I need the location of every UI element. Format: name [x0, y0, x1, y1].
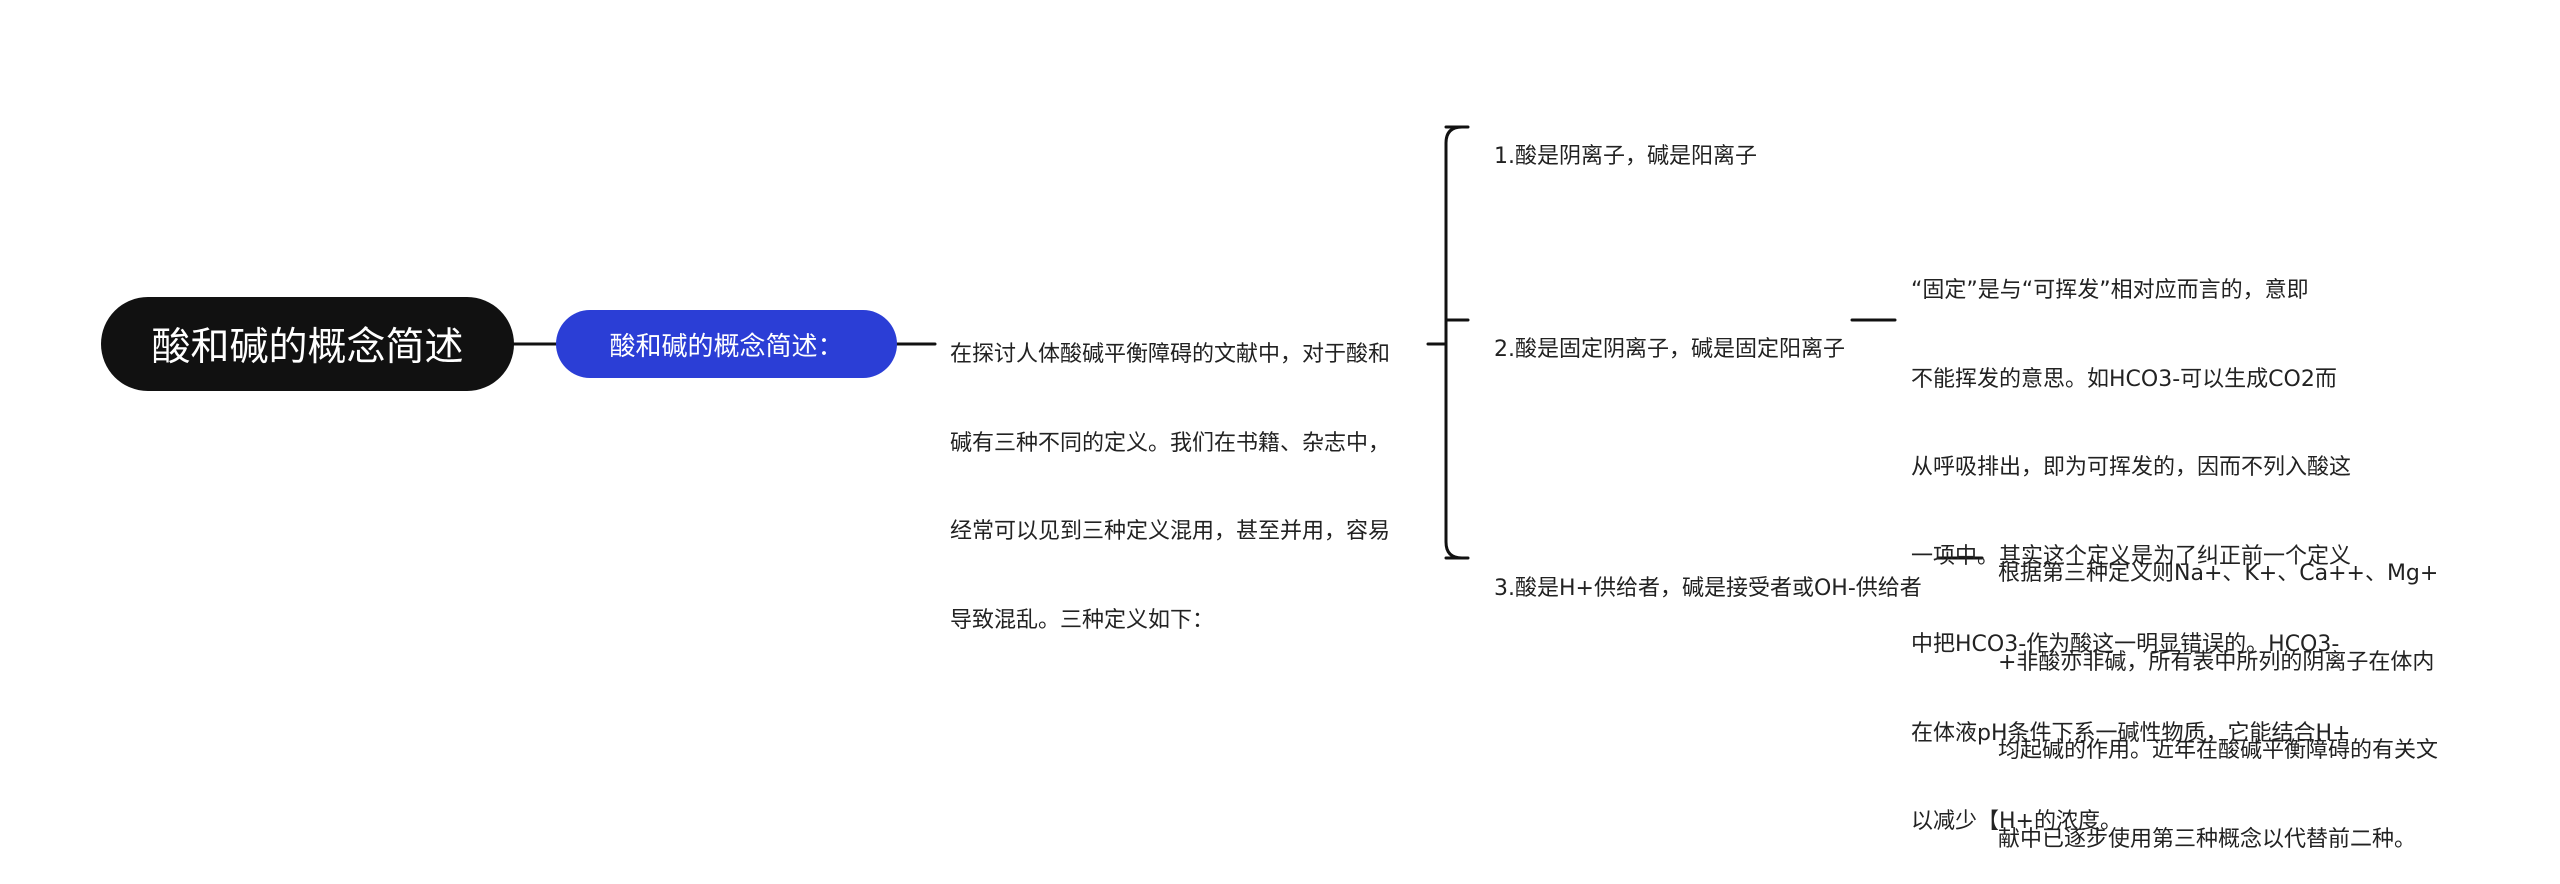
note-line: “固定”是与“可挥发”相对应而言的，意即: [1911, 278, 2309, 303]
note-line: 根据第三种定义则Na+、K+、Ca++、Mg+: [1998, 561, 2439, 586]
root-topic[interactable]: 酸和碱的概念简述: [101, 297, 514, 391]
root-topic-label: 酸和碱的概念简述: [151, 325, 464, 370]
note-line: 从呼吸排出，即为可挥发的，因而不列入酸这: [1911, 455, 2352, 480]
definition-2[interactable]: 2.酸是固定阴离子，碱是固定阳离子: [1480, 305, 1845, 364]
note-line: 均起碱的作用。近年在酸碱平衡障碍的有关文: [1998, 738, 2439, 763]
connector-lines: [512, 125, 1984, 560]
intro-line: 在探讨人体酸碱平衡障碍的文献中，对于酸和: [950, 342, 1391, 367]
intro-line: 导致混乱。三种定义如下：: [950, 607, 1215, 633]
intro-line: 经常可以见到三种定义混用，甚至并用，容易: [950, 519, 1391, 544]
note-line: 不能挥发的意思。如HCO3-可以生成CO2而: [1911, 366, 2337, 392]
note-line: 一项中。其实这个定义是为了纠正前一个定义: [1911, 543, 2352, 569]
definition-3-label: 3.酸是H+供给者，碱是接受者或OH-供给者: [1494, 575, 1922, 601]
definition-1[interactable]: 1.酸是阴离子，碱是阳离子: [1480, 112, 1757, 171]
note-third-definition[interactable]: 根据第三种定义则Na+、K+、Ca++、Mg+ +非酸亦非碱，所有表中所列的阴离…: [1998, 500, 2438, 884]
definition-1-label: 1.酸是阴离子，碱是阳离子: [1494, 143, 1757, 169]
branch-topic[interactable]: 酸和碱的概念简述：: [556, 310, 897, 378]
intro-text[interactable]: 在探讨人体酸碱平衡障碍的文献中，对于酸和 碱有三种不同的定义。我们在书籍、杂志中…: [950, 281, 1390, 665]
note-line: 中把HCO3-作为酸这一明显错误的。HCO3-: [1911, 632, 2340, 657]
definition-3[interactable]: 3.酸是H+供给者，碱是接受者或OH-供给者: [1480, 544, 1922, 603]
note-line: +非酸亦非碱，所有表中所列的阴离子在体内: [1998, 649, 2435, 675]
branch-topic-label: 酸和碱的概念简述：: [609, 331, 844, 362]
note-line: 献中已逐步使用第三种概念以代替前二种。: [1998, 826, 2417, 852]
definition-2-label: 2.酸是固定阴离子，碱是固定阳离子: [1494, 336, 1845, 362]
bracket-definitions: [1444, 125, 1464, 560]
intro-line: 碱有三种不同的定义。我们在书籍、杂志中，: [950, 430, 1391, 456]
